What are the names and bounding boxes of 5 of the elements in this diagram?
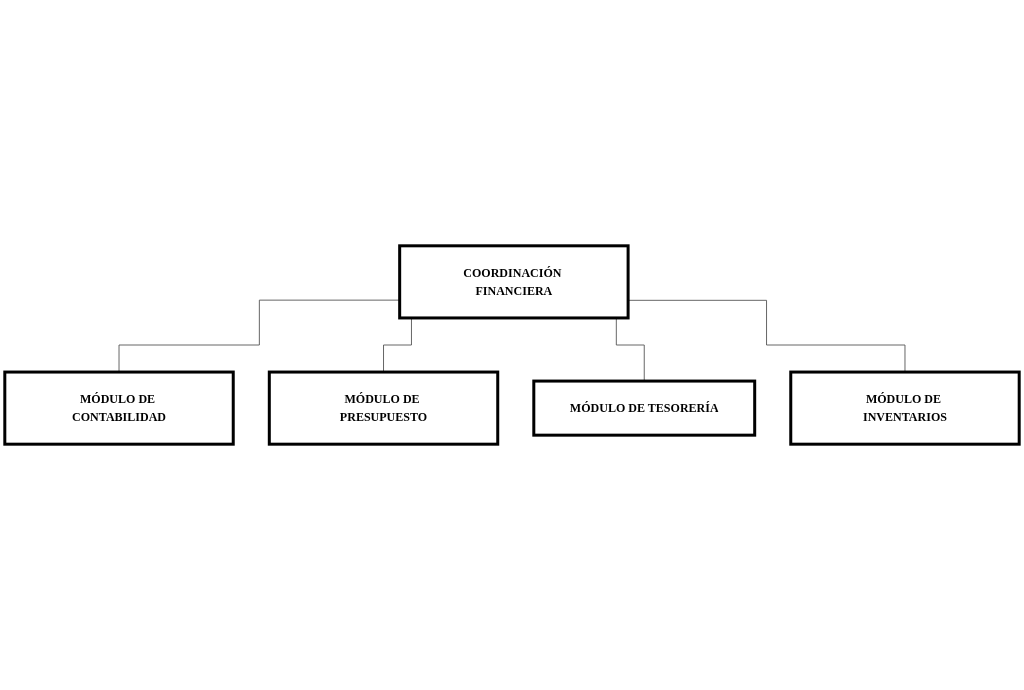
node-box: COORDINACIÓN FINANCIERA (398, 244, 630, 320)
node-box: MÓDULO DE TESORERÍA (532, 379, 757, 437)
node-box: MÓDULO DE PRESUPUESTO (267, 370, 500, 446)
node-box: MÓDULO DE CONTABILIDAD (3, 370, 235, 446)
node-box: MÓDULO DE INVENTARIOS (789, 370, 1021, 446)
